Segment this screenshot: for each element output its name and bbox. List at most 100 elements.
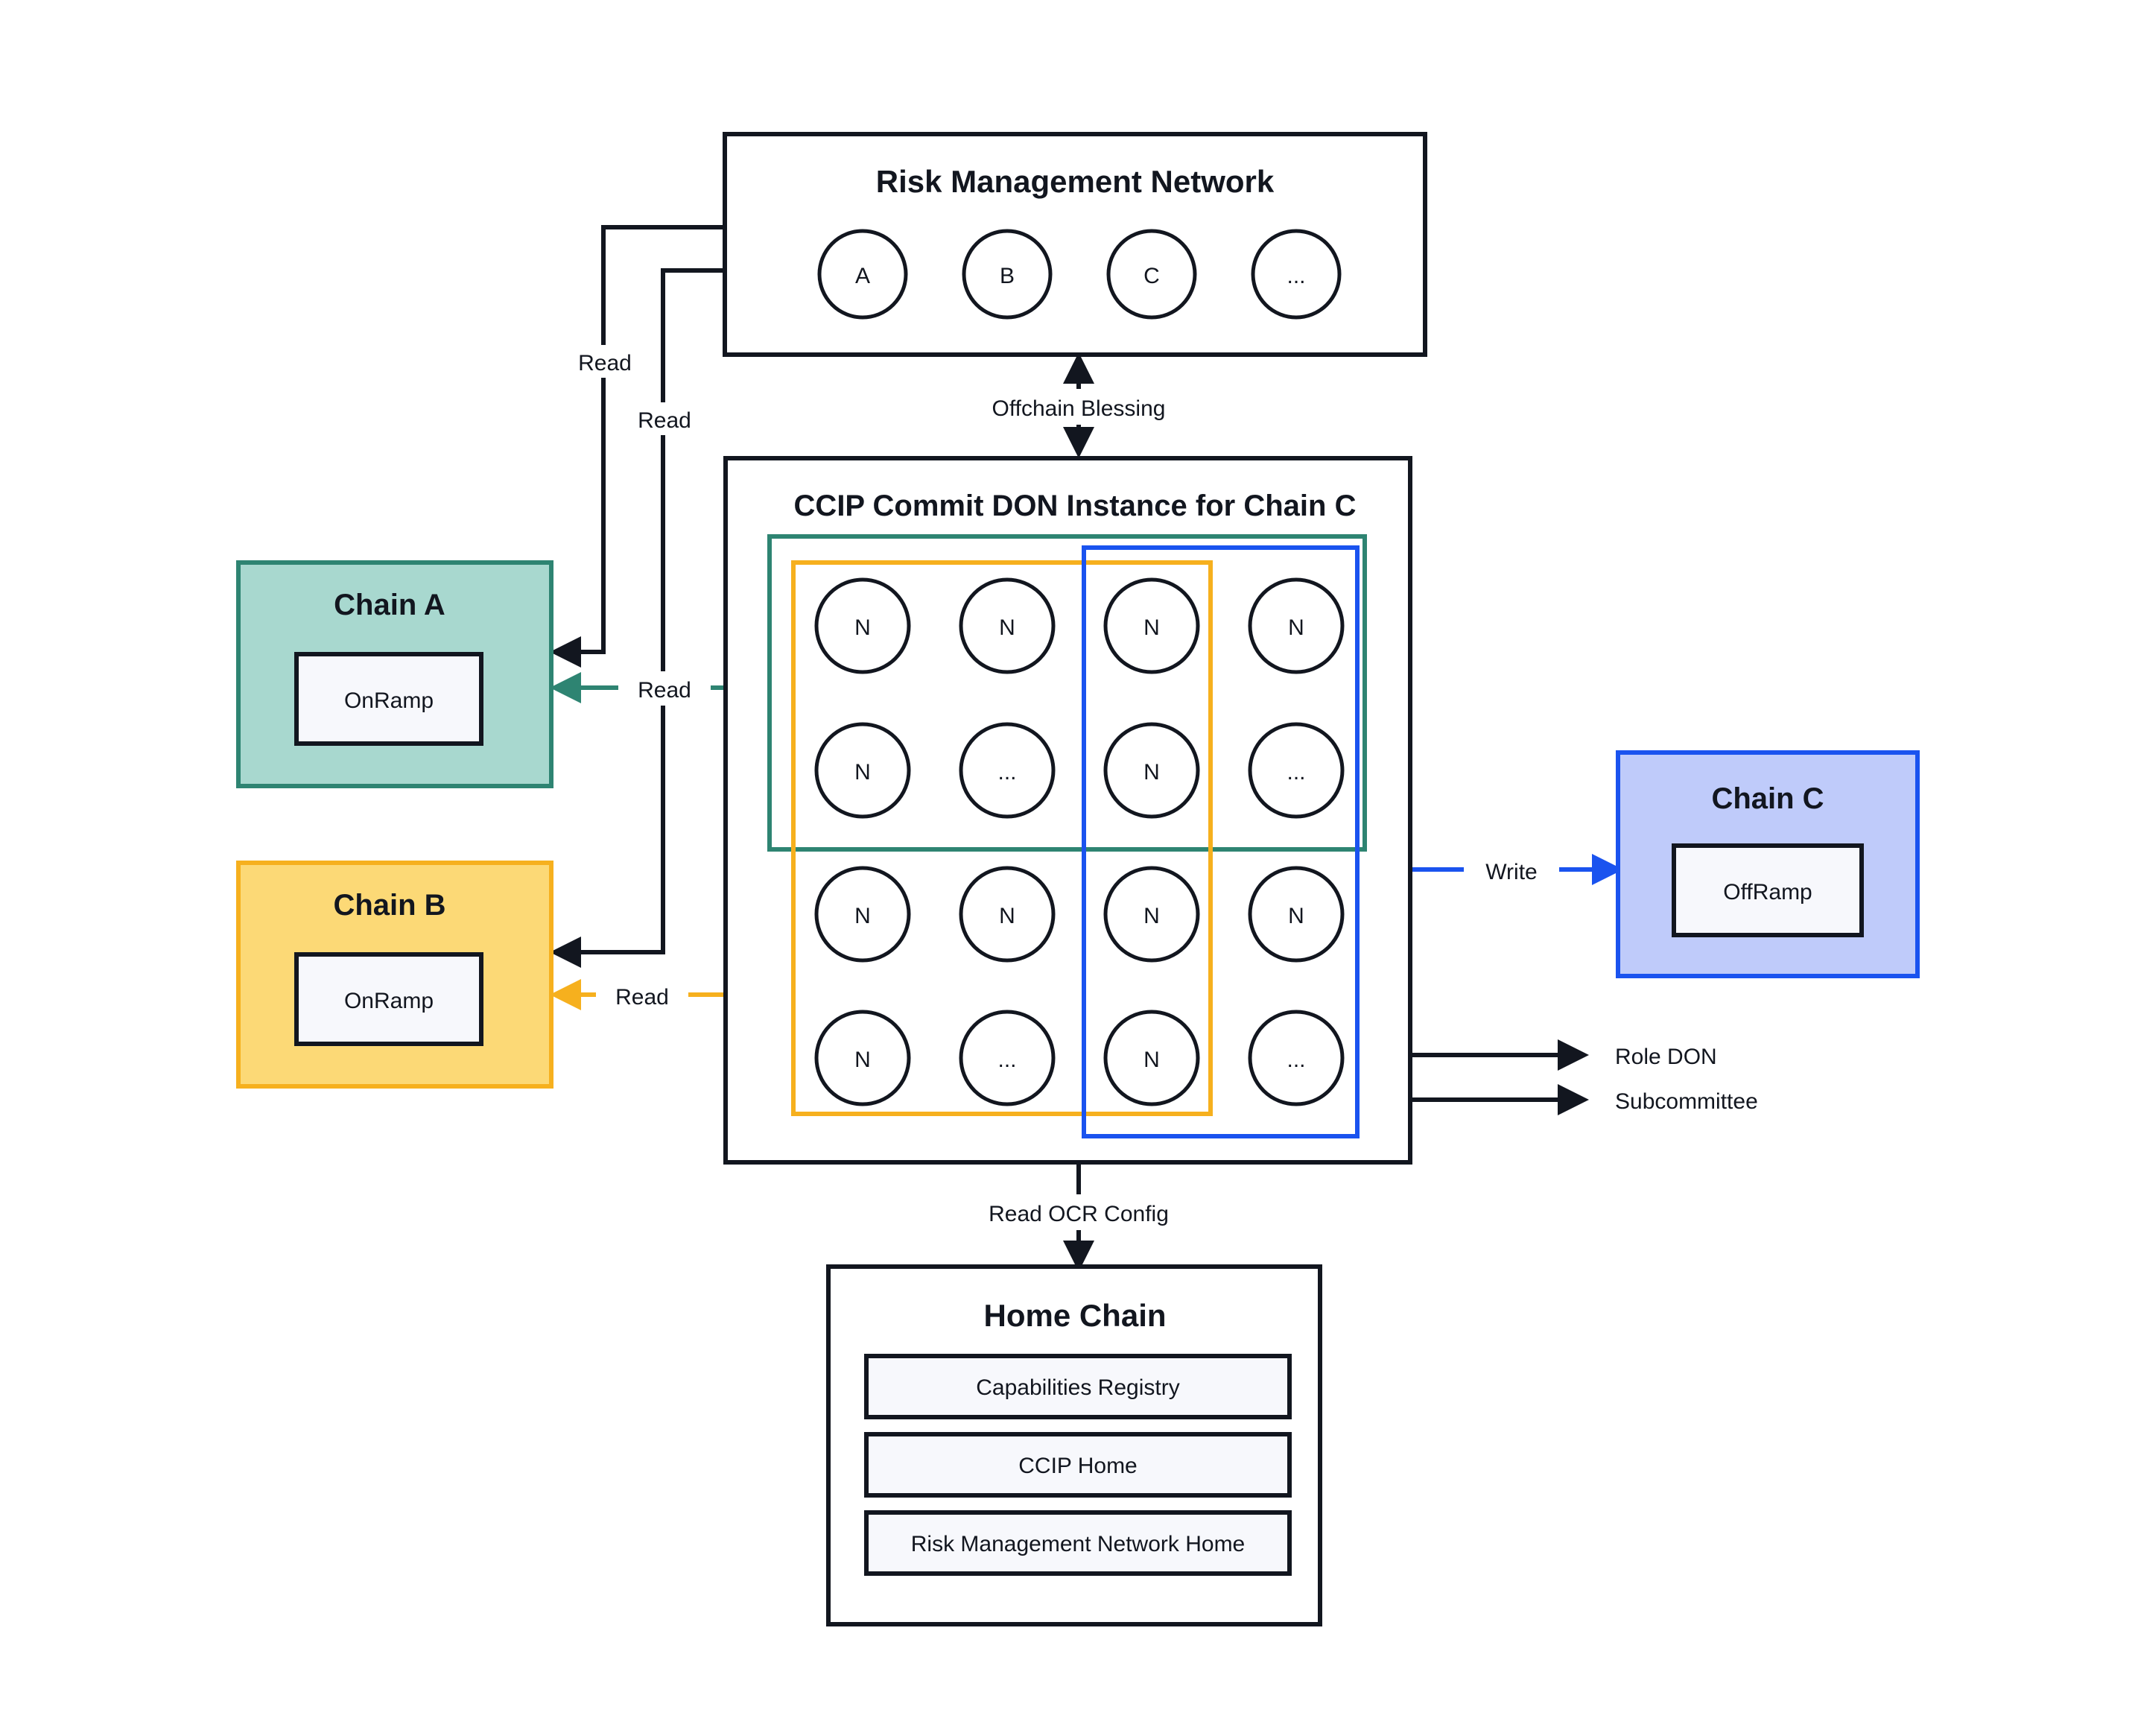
edge-label-rmn-read-b-bg — [620, 402, 709, 435]
edge-label-rmn-read-a-bg — [560, 345, 650, 378]
edge-label-rmn-read-a: Read — [560, 345, 650, 378]
don-node-r4c2-label: ... — [997, 1048, 1016, 1072]
don-node-r3c4-label: N — [1288, 904, 1304, 928]
don-node-r1c3-label: N — [1143, 615, 1160, 640]
home-chain-rmn-home-box[interactable] — [864, 1510, 1292, 1576]
don-node-r4c4-circle — [1248, 1010, 1345, 1106]
don-node-r2c1-label: N — [854, 760, 871, 785]
rmn-node-b[interactable]: B — [962, 229, 1053, 320]
edge-label-offchain-blessing-text: Offchain Blessing — [992, 396, 1166, 421]
don-node-r3c2-circle — [959, 866, 1056, 963]
don-node-r1c1[interactable]: N — [814, 577, 911, 674]
rmn-node-c-label: C — [1143, 264, 1160, 288]
don-node-r3c3-circle — [1103, 866, 1200, 963]
home-chain-ccip-home-box[interactable] — [864, 1432, 1292, 1498]
don-node-r2c2[interactable]: ... — [959, 722, 1056, 819]
rmn-node-b-circle — [962, 229, 1053, 320]
don-node-r4c3-label: N — [1143, 1048, 1160, 1072]
don-node-r3c3[interactable]: N — [1103, 866, 1200, 963]
don-node-r4c4-label: ... — [1287, 1048, 1305, 1072]
don-node-r2c3-label: N — [1143, 760, 1160, 785]
rmn-node-more-circle — [1251, 229, 1342, 320]
chain-c-box[interactable]: Chain C OffRamp — [1616, 750, 1920, 978]
chain-c-title: Chain C — [1711, 782, 1824, 815]
don-node-r4c1-label: N — [854, 1048, 871, 1072]
don-node-r3c4-circle — [1248, 866, 1345, 963]
don-node-r2c1[interactable]: N — [814, 722, 911, 819]
commit-don-title: CCIP Commit DON Instance for Chain C — [794, 490, 1357, 522]
don-node-r3c2-label: N — [999, 904, 1015, 928]
chain-a-onramp-label: OnRamp — [344, 688, 434, 713]
rmn-node-more[interactable]: ... — [1251, 229, 1342, 320]
rmn-title: Risk Management Network — [876, 164, 1275, 199]
rmn-node-more-label: ... — [1287, 264, 1305, 288]
edge-label-don-read-b-text: Read — [615, 985, 669, 1010]
edge-rmn-to-chain-a — [550, 225, 725, 668]
don-node-r2c3[interactable]: N — [1103, 722, 1200, 819]
don-node-r3c1-circle — [814, 866, 911, 963]
don-node-r1c4-circle — [1248, 577, 1345, 674]
chain-b-box[interactable]: Chain B OnRamp — [236, 861, 553, 1089]
edge-label-rmn-read-b: Read — [620, 402, 709, 435]
edge-label-read-ocr-config-text: Read OCR Config — [989, 1202, 1169, 1226]
chain-a-title: Chain A — [334, 589, 445, 621]
don-node-r1c2-circle — [959, 577, 1056, 674]
don-node-r2c4-label: ... — [1287, 760, 1305, 785]
don-node-r2c4[interactable]: ... — [1248, 722, 1345, 819]
don-node-r3c1[interactable]: N — [814, 866, 911, 963]
commit-don-box[interactable]: CCIP Commit DON Instance for Chain C N N… — [723, 456, 1412, 1165]
don-node-r4c1[interactable]: N — [814, 1010, 911, 1106]
don-node-r1c1-label: N — [854, 615, 871, 640]
rmn-node-b-label: B — [1000, 264, 1015, 288]
home-chain-capabilities-registry-box[interactable] — [864, 1354, 1292, 1419]
don-node-r3c3-label: N — [1143, 904, 1160, 928]
edge-label-write-bg — [1464, 853, 1559, 887]
chain-b-title: Chain B — [333, 889, 445, 922]
legend-subcommittee-label: Subcommittee — [1615, 1089, 1758, 1114]
don-node-r2c2-circle — [959, 722, 1056, 819]
edge-label-don-read-a: Read — [618, 671, 711, 706]
group-rect-chain-b-subcommittee[interactable] — [791, 560, 1213, 1116]
don-node-r2c2-label: ... — [997, 760, 1016, 785]
don-node-r1c4-label: N — [1288, 615, 1304, 640]
edge-label-rmn-read-a-text: Read — [578, 351, 632, 376]
edge-label-read-ocr-config-bg — [968, 1194, 1192, 1230]
don-node-r1c2[interactable]: N — [959, 577, 1056, 674]
don-node-r4c2-circle — [959, 1010, 1056, 1106]
rmn-node-c[interactable]: C — [1106, 229, 1197, 320]
group-rect-role-don[interactable] — [767, 534, 1367, 852]
don-node-r3c1-label: N — [854, 904, 871, 928]
chain-a-onramp-box[interactable] — [294, 652, 483, 746]
rmn-node-a-circle — [817, 229, 908, 320]
don-node-r1c1-circle — [814, 577, 911, 674]
don-node-r1c3-circle — [1103, 577, 1200, 674]
don-node-r1c2-label: N — [999, 615, 1015, 640]
rmn-node-a[interactable]: A — [817, 229, 908, 320]
edge-label-write: Write — [1464, 853, 1559, 887]
chain-c-offramp-label: OffRamp — [1723, 880, 1812, 905]
chain-c-offramp-box[interactable] — [1672, 843, 1864, 937]
don-node-r4c3[interactable]: N — [1103, 1010, 1200, 1106]
group-rect-chain-c-subcommittee[interactable] — [1082, 545, 1360, 1138]
edge-label-offchain-blessing: Offchain Blessing — [976, 389, 1186, 425]
edge-label-don-read-a-text: Read — [638, 678, 691, 703]
edge-label-read-ocr-config: Read OCR Config — [968, 1194, 1192, 1230]
don-node-r1c4[interactable]: N — [1248, 577, 1345, 674]
don-node-r4c2[interactable]: ... — [959, 1010, 1056, 1106]
risk-management-network-box[interactable]: Risk Management Network A B C ... — [723, 132, 1427, 357]
home-chain-box[interactable]: Home Chain Capabilities Registry CCIP Ho… — [826, 1264, 1322, 1626]
don-node-r2c4-circle — [1248, 722, 1345, 819]
don-node-r3c4[interactable]: N — [1248, 866, 1345, 963]
edge-rmn-to-chain-b — [550, 268, 725, 968]
chain-a-box[interactable]: Chain A OnRamp — [236, 560, 553, 788]
chain-b-onramp-box[interactable] — [294, 952, 483, 1046]
don-node-r1c3[interactable]: N — [1103, 577, 1200, 674]
don-node-r2c3-circle — [1103, 722, 1200, 819]
edge-label-write-text: Write — [1485, 860, 1537, 884]
don-node-r4c4[interactable]: ... — [1248, 1010, 1345, 1106]
don-node-r3c2[interactable]: N — [959, 866, 1056, 963]
edge-label-offchain-blessing-bg — [976, 389, 1186, 425]
edge-label-don-read-a-bg — [618, 671, 711, 706]
home-chain-title: Home Chain — [983, 1298, 1166, 1333]
